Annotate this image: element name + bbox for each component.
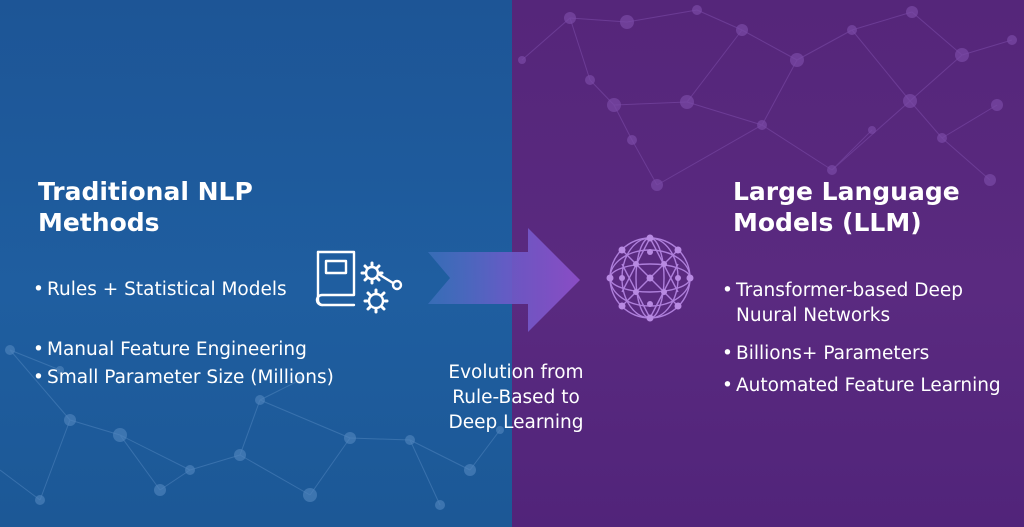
neural-sphere-icon bbox=[606, 234, 694, 322]
title-line: Models (LLM) bbox=[733, 208, 922, 237]
llm-bullets: Transformer-based Deep Nuural Networks B… bbox=[722, 278, 1001, 402]
llm-title: Large Language Models (LLM) bbox=[733, 176, 960, 238]
network-background-left bbox=[0, 345, 504, 510]
bullet-item-continuation: Nuural Networks bbox=[736, 305, 891, 326]
traditional-nlp-title: Traditional NLP Methods bbox=[38, 176, 253, 238]
bullet-item: Rules + Statistical Models bbox=[33, 278, 334, 302]
evolution-caption: Evolution from Rule-Based to Deep Learni… bbox=[436, 360, 596, 435]
traditional-nlp-panel: Traditional NLP Methods Rules + Statisti… bbox=[0, 0, 512, 527]
right-arrow-icon bbox=[428, 228, 580, 332]
llm-panel: Large Language Models (LLM) Transformer-… bbox=[512, 0, 1024, 527]
bullet-item: Billions+ Parameters bbox=[722, 338, 1001, 370]
bullet-item: Small Parameter Size (Millions) bbox=[33, 364, 334, 392]
caption-line: Evolution from bbox=[448, 362, 584, 383]
book-with-gears-icon bbox=[315, 250, 403, 314]
bullet-item: Transformer-based Deep bbox=[722, 278, 1001, 303]
caption-line: Rule-Based to bbox=[452, 387, 580, 408]
traditional-nlp-bullets: Rules + Statistical Models Manual Featur… bbox=[33, 278, 334, 392]
bullet-item: Automated Feature Learning bbox=[722, 370, 1001, 402]
title-line: Methods bbox=[38, 208, 160, 237]
title-line: Large Language bbox=[733, 177, 960, 206]
bullet-item: Manual Feature Engineering bbox=[33, 336, 334, 364]
network-background-right bbox=[518, 5, 1017, 191]
title-line: Traditional NLP bbox=[38, 177, 253, 206]
caption-line: Deep Learning bbox=[448, 412, 584, 433]
